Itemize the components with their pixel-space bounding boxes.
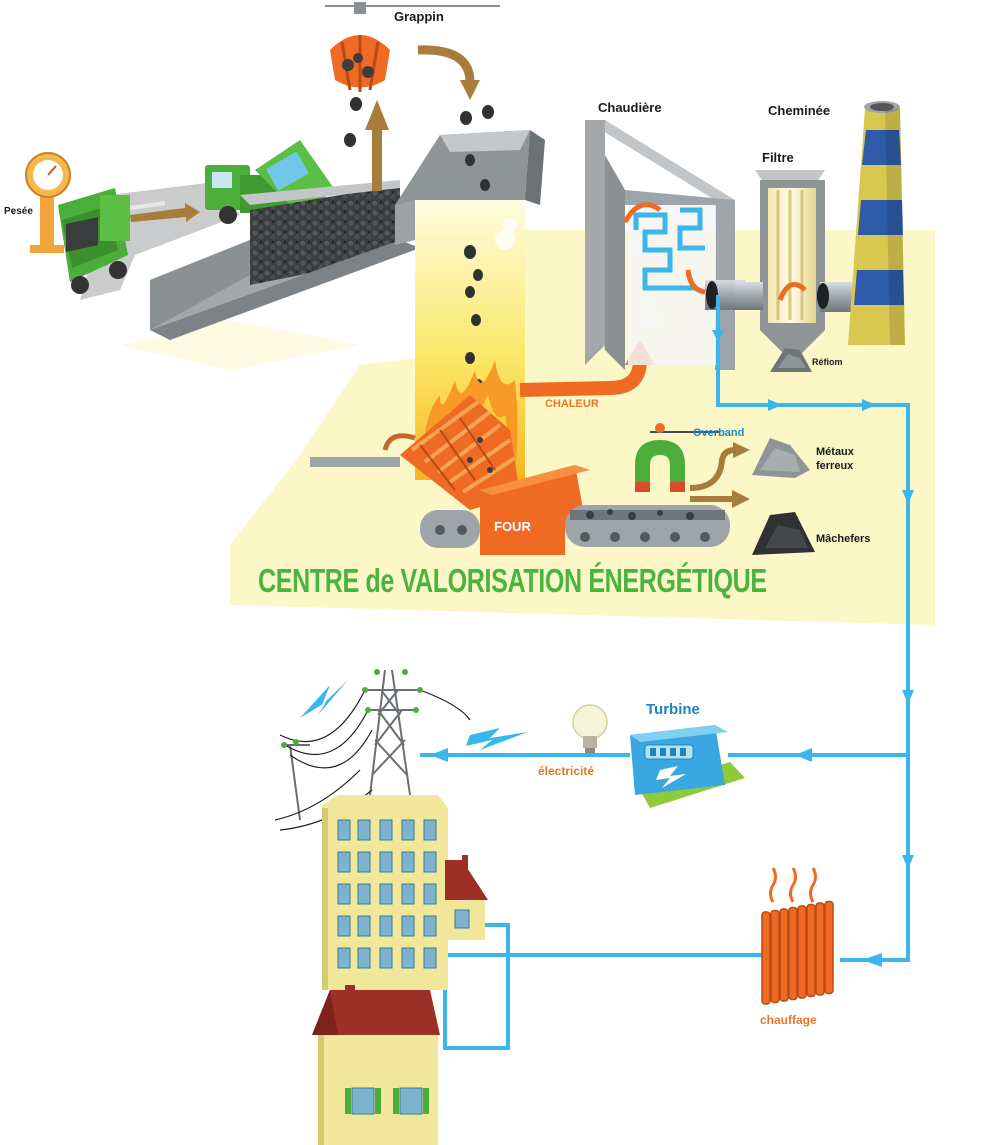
grapple-curved-arrow <box>417 45 480 100</box>
waste-pit <box>150 180 420 340</box>
falling-bags-shaft <box>460 105 494 391</box>
radiator-fin <box>770 909 780 1004</box>
pipe-arrowheads <box>430 330 914 967</box>
label-chauffage: chauffage <box>760 1013 817 1027</box>
building-window <box>379 851 393 873</box>
building-window <box>337 851 351 873</box>
label-turbine: Turbine <box>646 701 700 718</box>
power-pylon <box>282 669 420 821</box>
building-window <box>423 819 437 841</box>
refiom-pile <box>770 348 812 372</box>
label-four: FOUR <box>494 519 531 534</box>
label-chaudiere: Chaudière <box>598 100 662 115</box>
label-overband: Overband <box>693 427 745 439</box>
building-window <box>337 947 351 969</box>
grate <box>400 395 520 510</box>
label-metaux-line1: Métaux <box>816 446 854 458</box>
pusher-rod <box>310 433 416 467</box>
building-window <box>357 883 371 905</box>
light-bulb <box>572 704 608 753</box>
building-window <box>357 915 371 937</box>
filter-unit <box>735 170 865 355</box>
label-filtre: Filtre <box>762 150 794 165</box>
building-window <box>423 851 437 873</box>
truck-arrow <box>130 203 200 222</box>
insulators <box>281 669 423 748</box>
hopper <box>395 130 545 205</box>
building-window <box>379 883 393 905</box>
grapple <box>330 35 390 92</box>
radiator-fin <box>806 903 816 998</box>
label-cheminee: Cheminée <box>768 103 831 118</box>
building-window <box>337 915 351 937</box>
lightning-bolts <box>300 680 528 750</box>
waste-truck-weighing <box>58 188 130 294</box>
sort-arrows <box>689 442 750 508</box>
small-house-right <box>445 855 488 940</box>
turbine <box>630 725 745 808</box>
building-window <box>423 947 437 969</box>
building-window <box>379 819 393 841</box>
apartment-building <box>322 795 448 990</box>
radiator <box>761 867 834 1005</box>
boiler-flow-arrows <box>622 202 706 295</box>
radiator-fin <box>761 911 771 1005</box>
label-chaleur: CHALEUR <box>545 398 599 410</box>
building-window <box>337 883 351 905</box>
building-window <box>357 819 371 841</box>
building-window <box>401 883 415 905</box>
label-refiom: Réfiom <box>812 357 843 367</box>
four-box <box>480 465 590 555</box>
ferrous-metal-pile <box>752 438 810 478</box>
radiator-fin <box>779 908 789 1002</box>
boiler <box>585 120 735 370</box>
building-window <box>337 819 351 841</box>
building-window <box>423 915 437 937</box>
conveyor-belt <box>420 505 730 548</box>
building-window <box>401 851 415 873</box>
page-title: CENTRE de VALORISATION ÉNERGÉTIQUE <box>258 562 767 599</box>
boiler-coil <box>633 207 705 291</box>
building-window <box>401 819 415 841</box>
label-pesee: Pesée <box>4 206 33 217</box>
building-window <box>379 915 393 937</box>
radiator-fin <box>788 906 798 1001</box>
grapple-up-arrow <box>365 100 389 191</box>
chimney <box>848 101 905 345</box>
crane-rail <box>325 2 500 14</box>
overband-magnet <box>635 423 720 492</box>
label-machefers: Mâchefers <box>816 533 871 545</box>
building-window <box>357 947 371 969</box>
falling-bags-left <box>344 97 362 147</box>
weighing-scale <box>25 152 71 253</box>
building-window <box>423 883 437 905</box>
radiator-fin <box>815 902 825 996</box>
building-window <box>379 947 393 969</box>
building-window <box>357 851 371 873</box>
radiator-fin <box>797 905 807 999</box>
label-electricite: électricité <box>538 764 595 778</box>
building-window <box>401 915 415 937</box>
label-grappin: Grappin <box>394 9 444 24</box>
radiator-fin <box>824 900 834 995</box>
small-house-front <box>312 985 440 1145</box>
clinker-pile <box>752 512 815 555</box>
building-window <box>401 947 415 969</box>
blue-pipe-network <box>420 295 910 1050</box>
label-metaux-line2: ferreux <box>816 460 854 472</box>
